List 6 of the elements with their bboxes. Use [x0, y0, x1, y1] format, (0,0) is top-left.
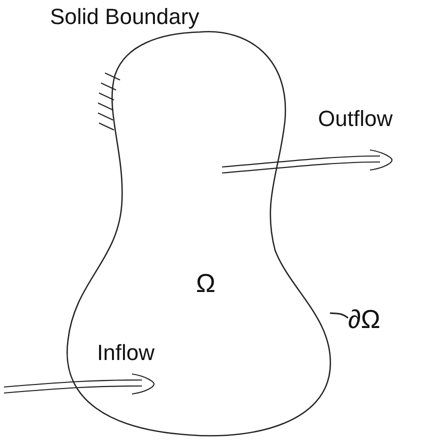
leader-line [330, 312, 348, 319]
boundary-symbol: ∂Ω [348, 306, 380, 332]
inflow-label: Inflow [97, 342, 154, 364]
domain-symbol: Ω [196, 270, 216, 296]
outflow-label: Outflow [318, 108, 393, 130]
boundary-label: Solid Boundary [50, 6, 200, 28]
